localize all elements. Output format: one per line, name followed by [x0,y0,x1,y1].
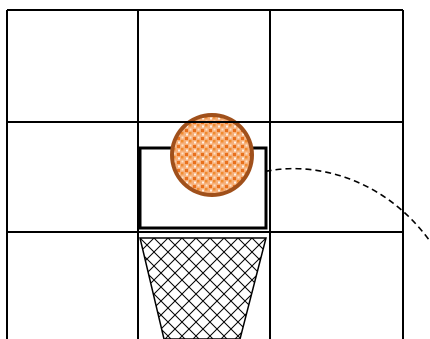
grid-tile-r3-c1[interactable] [7,232,138,339]
grid-tile-r1-c3[interactable] [270,10,403,122]
tile-grid [7,10,403,339]
grid-tile-r2-c3[interactable] [270,122,403,232]
grid-tile-r1-c1[interactable] [7,10,138,122]
grid-tile-r3-c3[interactable] [270,232,403,339]
grid-tile-r2-c2[interactable] [138,122,270,232]
grid-tile-r2-c1[interactable] [7,122,138,232]
grid-tile-r3-c2[interactable] [138,232,270,339]
grid-tile-r1-c2[interactable] [138,10,270,122]
